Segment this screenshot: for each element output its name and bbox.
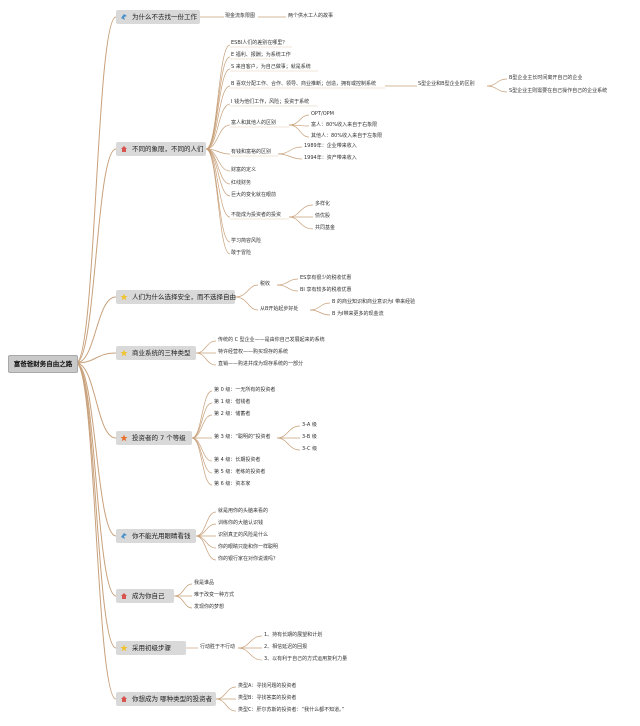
node-yourself-a[interactable]: 我是谁品 bbox=[194, 580, 215, 586]
branch-label: 商业系统的三种类型 bbox=[132, 349, 191, 357]
node-rich-diff[interactable]: 富人和其他人的区别 bbox=[231, 120, 277, 126]
node-red-line[interactable]: 红线财务 bbox=[231, 180, 252, 186]
node-eyes-d[interactable]: 你的眼睛只能和你一样聪明 bbox=[218, 544, 279, 550]
branch-investor-levels[interactable]: 投资者的 7 个等级 bbox=[116, 431, 192, 445]
branch-label: 为什么不去找一份工作 bbox=[132, 13, 197, 21]
node-eyes-c[interactable]: 识别真正的风险是什么 bbox=[218, 532, 269, 538]
node-rich-right[interactable]: 富人：80%收入来自于右象限 bbox=[311, 122, 378, 128]
star-orange-icon bbox=[120, 434, 128, 442]
branch-investor-type[interactable]: 你想成为 哪种类型的投资者 bbox=[116, 692, 216, 706]
node-eyes-a[interactable]: 就是用你的头脑来看的 bbox=[218, 508, 269, 514]
node-s-owner[interactable]: S型企业主则需要在自己操作自己的企业系统 bbox=[509, 88, 608, 94]
node-yourself-c[interactable]: 发现你的梦想 bbox=[194, 604, 225, 610]
branch-safety-freedom[interactable]: 人们为什么选择安全，而不选择自由 bbox=[116, 290, 236, 304]
node-i[interactable]: I 钱为他们工作，风险；投资于系统 bbox=[231, 99, 310, 105]
node-step-1[interactable]: 1、持有长期的展望和计划 bbox=[264, 632, 323, 638]
branch-label: 投资者的 7 个等级 bbox=[132, 434, 186, 442]
house-icon bbox=[121, 593, 127, 599]
node-learn-risk[interactable]: 学习简容风险 bbox=[231, 238, 262, 244]
node-yourself-b[interactable]: 难于改变一种方式 bbox=[194, 592, 235, 598]
branch-small-steps[interactable]: 采用初级步骤 bbox=[116, 641, 186, 655]
blue-bird-icon bbox=[121, 14, 127, 20]
node-b-knowledge[interactable]: B 的商业知识和商业意识为I 带来经验 bbox=[332, 299, 416, 305]
node-level-2[interactable]: 第 2 级：储蓄者 bbox=[214, 411, 251, 417]
node-opt-opm[interactable]: OPT/OPM bbox=[311, 111, 334, 117]
node-level-6[interactable]: 第 6 级：资本家 bbox=[214, 481, 251, 487]
branch-be-yourself[interactable]: 成为你自己 bbox=[116, 589, 174, 603]
node-s-b-diff[interactable]: S型企业和B型企业的区别 bbox=[418, 81, 475, 87]
node-level-1[interactable]: 第 1 级：借钱者 bbox=[214, 399, 251, 405]
house-icon bbox=[121, 146, 127, 152]
node-money-wealth[interactable]: 有钱和富裕的区别 bbox=[231, 149, 272, 155]
node-level-3b[interactable]: 3-B 级 bbox=[302, 434, 317, 440]
node-mutual-funds[interactable]: 共同基金 bbox=[315, 225, 336, 231]
node-tax[interactable]: 税收 bbox=[260, 281, 271, 287]
node-c-company[interactable]: 传统的 C 型企业——是由你自己发展起来的系统 bbox=[218, 337, 325, 343]
node-s[interactable]: S 来自客户，为自己做事；就是系统 bbox=[231, 64, 311, 70]
branch-eyes-money[interactable]: 你不能光用眼睛看钱 bbox=[116, 529, 196, 543]
node-cashflow-quadrant[interactable]: 現金流象限图 bbox=[225, 13, 256, 19]
node-level-5[interactable]: 第 5 级：老练的投资者 bbox=[214, 469, 266, 475]
node-start-b[interactable]: 从B开始起步好处 bbox=[260, 306, 299, 312]
branch-label: 采用初级步骤 bbox=[132, 644, 171, 652]
root-node[interactable]: 富爸爸财务自由之路 bbox=[8, 355, 78, 373]
node-esbi-diff[interactable]: ESBI人们的差别在哪里？ bbox=[231, 40, 288, 46]
star-yellow-icon bbox=[120, 644, 128, 652]
branch-three-systems[interactable]: 商业系统的三种类型 bbox=[116, 346, 196, 360]
branch-label: 成为你自己 bbox=[132, 592, 165, 600]
node-e[interactable]: E 福利、报酬；为系统工作 bbox=[231, 52, 291, 58]
node-wealth-def[interactable]: 财富的定义 bbox=[231, 167, 257, 173]
node-others-left[interactable]: 其他人：80%收入来自于左象限 bbox=[311, 133, 383, 139]
node-level-4[interactable]: 第 4 级：长期投资者 bbox=[214, 457, 261, 463]
branch-label: 你不能光用眼睛看钱 bbox=[132, 532, 191, 540]
node-step-2[interactable]: 2、相信延迟的回报 bbox=[264, 644, 308, 650]
node-1994[interactable]: 1994年：资产带来收入 bbox=[304, 155, 357, 161]
node-b-owner[interactable]: B型企业主长时间离开自己的企业 bbox=[509, 75, 583, 81]
node-diversify[interactable]: 多样化 bbox=[315, 201, 331, 207]
node-es-tax[interactable]: ES享有很少的税收优惠 bbox=[300, 275, 352, 281]
node-water-story[interactable]: 两个供水工人的故事 bbox=[288, 13, 334, 19]
house-icon bbox=[121, 696, 127, 702]
node-level-0[interactable]: 第 0 级：一无所有的投资者 bbox=[214, 387, 276, 393]
star-yellow-icon bbox=[120, 349, 128, 357]
star-yellow-icon bbox=[120, 293, 128, 301]
node-1989[interactable]: 1989年：企业带来收入 bbox=[304, 143, 357, 149]
node-not-investor[interactable]: 不能成为投资者的投资 bbox=[231, 212, 282, 218]
branch-label: 你想成为 哪种类型的投资者 bbox=[132, 695, 213, 703]
branch-why-not-job[interactable]: 为什么不去找一份工作 bbox=[116, 10, 200, 24]
node-step-3[interactable]: 3、以有利于自己的方式运用复利力量 bbox=[264, 656, 348, 662]
node-direct-sales[interactable]: 直销——购进并成为现存系统的一部分 bbox=[218, 361, 304, 367]
node-big-change[interactable]: 巨大的变化就在眼前 bbox=[231, 192, 277, 198]
node-franchise[interactable]: 特许经营权——购买现存的系统 bbox=[218, 349, 289, 355]
node-type-b[interactable]: 类型B：寻找答案的投资者 bbox=[238, 695, 297, 701]
bird-blue-icon bbox=[121, 533, 127, 539]
node-eyes-b[interactable]: 训练你的大脑认识钱 bbox=[218, 520, 264, 526]
node-eyes-e[interactable]: 你的银行家在对你说谎吗？ bbox=[218, 556, 279, 562]
branch-different-quadrant[interactable]: 不同的象限，不同的人们 bbox=[116, 142, 206, 156]
node-action[interactable]: 行动胜于不行动 bbox=[200, 644, 236, 650]
node-level-3c[interactable]: 3-C 级 bbox=[302, 446, 318, 452]
node-level-3a[interactable]: 3-A 级 bbox=[302, 422, 317, 428]
node-level-3[interactable]: 第 3 级：“聪明的”投资者 bbox=[214, 434, 271, 440]
node-type-c[interactable]: 类型C：肝尔苏斯的投资者：“我什么都不知道。” bbox=[238, 707, 345, 713]
node-b[interactable]: B 喜欢分配工作、合作、领导、商业推断；创造，拥有或控制系统 bbox=[231, 81, 377, 87]
node-b-cashflow[interactable]: B 为I带来更多的现金流 bbox=[332, 311, 384, 317]
node-bi-tax[interactable]: BI 享有较多的税收优惠 bbox=[300, 287, 352, 293]
node-type-a[interactable]: 类型A：寻找问题的投资者 bbox=[238, 683, 297, 689]
branch-label: 不同的象限，不同的人们 bbox=[132, 145, 204, 153]
branch-label: 人们为什么选择安全，而不选择自由 bbox=[132, 293, 236, 301]
node-bonds[interactable]: 债优股 bbox=[315, 213, 331, 219]
node-dare-risk[interactable]: 敢于冒险 bbox=[231, 250, 252, 256]
